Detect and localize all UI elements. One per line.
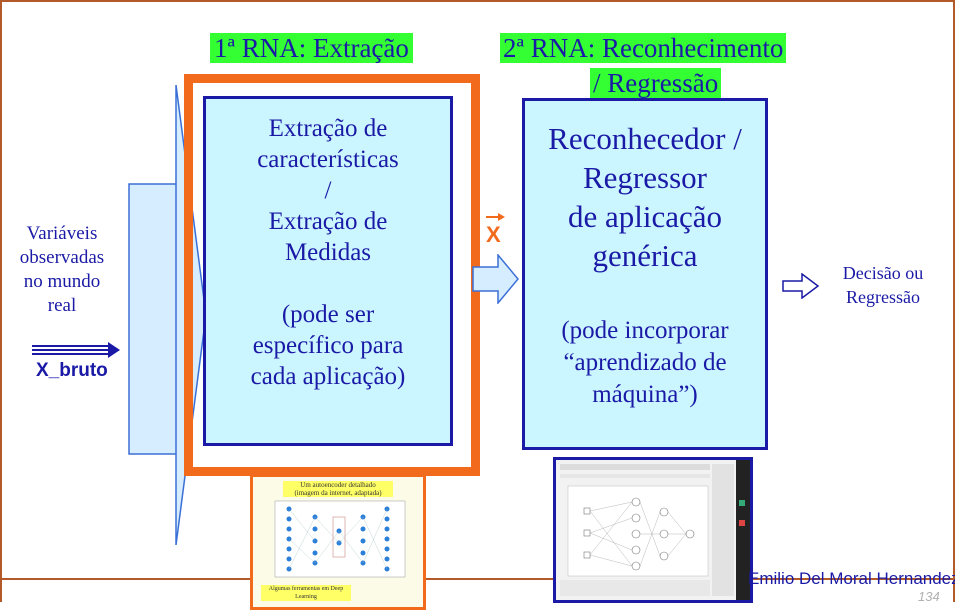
feature-vector-label: x <box>486 222 501 247</box>
extractor-line: (pode ser <box>281 301 375 328</box>
output-arrow <box>782 273 820 299</box>
frame-top-line <box>0 0 955 2</box>
recognizer-sub: (pode incorporar “aprendizado de máquina… <box>525 315 765 411</box>
extractor-line: Extração de <box>268 115 388 142</box>
input-label-line: real <box>47 295 77 316</box>
recognizer-line: de aplicação <box>567 199 723 234</box>
extractor-line: específico para <box>252 332 404 359</box>
recognizer-sub-line: “aprendizado de <box>563 349 727 376</box>
recognizer-sub-line: (pode incorporar <box>561 317 729 344</box>
extractor-line: Medidas <box>284 239 372 266</box>
input-label: Variáveis observadas no mundo real <box>4 222 120 318</box>
input-label-line: no mundo <box>23 271 101 292</box>
extractor-line: cada aplicação) <box>250 363 406 390</box>
heading-first-network-text: 1ª RNA: Extração <box>214 33 409 63</box>
recognizer-line: Reconhecedor / <box>548 121 742 156</box>
frame-right-line <box>953 0 955 602</box>
autoencoder-diagram-icon <box>274 500 406 578</box>
frame-bottom-line <box>0 578 955 580</box>
recognizer-main: Reconhecedor / Regressor de aplicação ge… <box>525 119 765 275</box>
feature-extractor-box: Extração de características / Extração d… <box>203 96 453 446</box>
page-number: 134 <box>918 589 940 604</box>
middle-arrow <box>472 254 519 304</box>
neural-network-screenshot-icon <box>556 460 750 600</box>
output-label: Decisão ou Regressão <box>818 261 948 309</box>
heading-second-network-line1: 2ª RNA: Reconhecimento <box>500 33 787 63</box>
recognizer-line: genérica <box>592 238 698 273</box>
thumb-title-line1: Um autoencoder detalhado <box>300 481 376 489</box>
extractor-line: características <box>257 146 399 173</box>
extractor-line <box>206 268 450 299</box>
thumb-title: Um autoencoder detalhado (imagem da inte… <box>283 481 393 497</box>
raw-vector-label: X_bruto <box>36 360 108 381</box>
recognizer-box: Reconhecedor / Regressor de aplicação ge… <box>522 98 768 450</box>
author-footer: Emilio Del Moral Hernandez <box>748 569 955 588</box>
heading-first-network: 1ª RNA: Extração <box>210 33 413 63</box>
autoencoder-thumbnail: Um autoencoder detalhado (imagem da inte… <box>250 474 426 610</box>
input-label-line: Variáveis <box>26 223 98 244</box>
thumb-title-line2: (imagem da internet, adaptada) <box>294 489 382 497</box>
output-label-line: Decisão ou <box>842 263 924 283</box>
network-software-thumbnail <box>553 457 753 603</box>
feature-vector-arrow-icon <box>486 213 505 221</box>
extractor-line: Extração de <box>268 208 388 235</box>
thumb-footer: Algumas ferramentas em Deep Learning <box>261 585 351 601</box>
raw-vector-arrow-icon <box>32 342 120 358</box>
heading-second-network-line2: / Regressão <box>590 68 722 98</box>
recognizer-sub-line: máquina”) <box>592 381 698 408</box>
extractor-line: / <box>324 177 332 204</box>
input-label-line: observadas <box>19 247 105 268</box>
output-label-line: Regressão <box>846 287 920 307</box>
frame-left-line <box>0 0 2 602</box>
recognizer-line: Regressor <box>583 160 707 195</box>
heading-second-network-text1: 2ª RNA: Reconhecimento <box>503 33 784 63</box>
heading-second-network-text2: / Regressão <box>593 68 719 98</box>
